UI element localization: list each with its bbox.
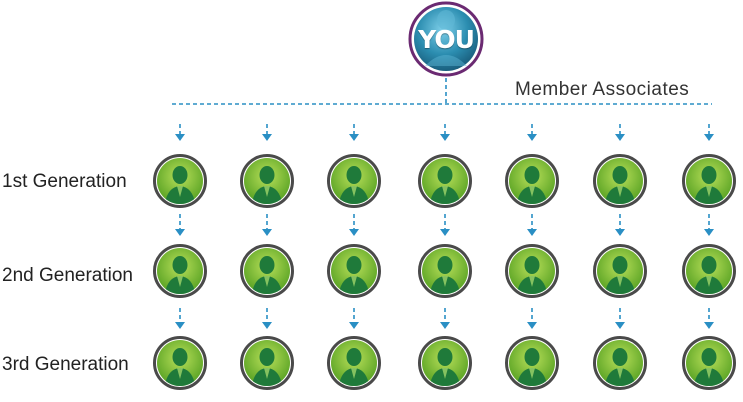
gen-3-member-7 [681, 335, 737, 391]
person-avatar-icon [418, 154, 472, 208]
person-avatar-icon [240, 244, 294, 298]
gen-2-arrow-head-3 [349, 229, 359, 236]
gen-2-arrow-head-7 [704, 229, 714, 236]
gen-3-arrow-head-3 [349, 322, 359, 329]
gen-3-member-6 [592, 335, 648, 391]
gen-3-member-1 [152, 335, 208, 391]
gen-2-arrow-head-6 [615, 229, 625, 236]
gen-2-arrow-head-5 [527, 229, 537, 236]
gen-1-arrow-head-7 [704, 134, 714, 141]
gen-1-arrow-head-2 [262, 134, 272, 141]
you-badge-icon [408, 1, 484, 77]
person-avatar-icon [682, 244, 736, 298]
gen-3-arrow-head-1 [175, 322, 185, 329]
person-avatar-icon [418, 244, 472, 298]
gen-2-member-5 [504, 243, 560, 299]
gen-2-arrow-head-2 [262, 229, 272, 236]
gen-1-member-2 [239, 153, 295, 209]
gen-1-member-5 [504, 153, 560, 209]
generation-label-2: 2nd Generation [2, 265, 133, 286]
person-avatar-icon [153, 336, 207, 390]
person-avatar-icon [593, 244, 647, 298]
gen-3-arrow-head-5 [527, 322, 537, 329]
person-avatar-icon [240, 336, 294, 390]
you-label: YOU [418, 24, 475, 54]
gen-1-member-1 [152, 153, 208, 209]
gen-1-member-6 [592, 153, 648, 209]
gen-2-member-1 [152, 243, 208, 299]
gen-3-member-3 [326, 335, 382, 391]
person-avatar-icon [327, 336, 381, 390]
person-avatar-icon [505, 244, 559, 298]
gen-1-arrow-head-1 [175, 134, 185, 141]
generation-label-3: 3rd Generation [2, 354, 129, 375]
gen-3-arrow-head-2 [262, 322, 272, 329]
person-avatar-icon [593, 336, 647, 390]
gen-2-member-3 [326, 243, 382, 299]
gen-3-arrow-head-4 [440, 322, 450, 329]
gen-3-member-4 [417, 335, 473, 391]
person-avatar-icon [682, 154, 736, 208]
gen-1-arrow-head-4 [440, 134, 450, 141]
gen-2-member-2 [239, 243, 295, 299]
person-avatar-icon [153, 244, 207, 298]
person-avatar-icon [682, 336, 736, 390]
gen-1-member-3 [326, 153, 382, 209]
you-node: YOU [407, 0, 485, 78]
person-avatar-icon [240, 154, 294, 208]
gen-3-arrow-head-7 [704, 322, 714, 329]
gen-1-member-4 [417, 153, 473, 209]
person-avatar-icon [593, 154, 647, 208]
gen-3-arrow-head-6 [615, 322, 625, 329]
gen-2-member-4 [417, 243, 473, 299]
gen-3-member-2 [239, 335, 295, 391]
person-avatar-icon [505, 154, 559, 208]
gen-1-arrow-head-3 [349, 134, 359, 141]
person-avatar-icon [418, 336, 472, 390]
member-associates-label: Member Associates [515, 79, 690, 100]
gen-2-member-7 [681, 243, 737, 299]
gen-3-member-5 [504, 335, 560, 391]
gen-1-arrow-head-5 [527, 134, 537, 141]
gen-2-arrow-head-4 [440, 229, 450, 236]
gen-1-arrow-head-6 [615, 134, 625, 141]
gen-2-arrow-head-1 [175, 229, 185, 236]
person-avatar-icon [327, 154, 381, 208]
gen-2-member-6 [592, 243, 648, 299]
person-avatar-icon [153, 154, 207, 208]
gen-1-member-7 [681, 153, 737, 209]
person-avatar-icon [327, 244, 381, 298]
person-avatar-icon [505, 336, 559, 390]
generation-label-1: 1st Generation [2, 171, 127, 192]
